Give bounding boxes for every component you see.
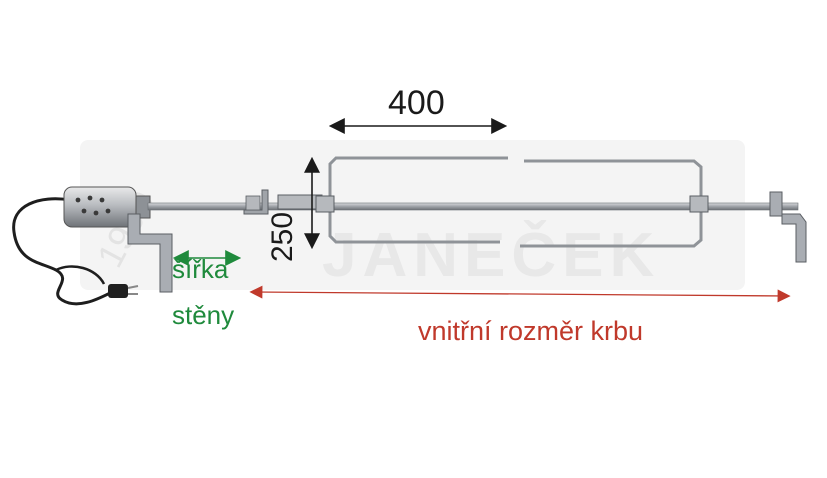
motor — [63, 186, 151, 228]
end-support — [769, 191, 807, 263]
spit-rod — [147, 202, 799, 211]
inner-size-label: vnitřní rozměr krbu — [418, 316, 644, 346]
spit-fork-left — [315, 156, 508, 244]
motor-bracket — [127, 213, 173, 293]
spit-sleeve — [277, 194, 323, 210]
power-cable — [12, 197, 139, 306]
spit-fork-right — [520, 159, 709, 248]
watermark: 1990 JANEČEK — [80, 140, 745, 290]
height-dimension-label: 250 — [266, 211, 299, 262]
inner-size-arrow — [249, 285, 791, 303]
wall-width-label-line2: stěny — [172, 300, 235, 330]
plug-icon — [108, 284, 128, 298]
length-dimension-label: 400 — [388, 84, 445, 122]
wall-bracket — [243, 189, 269, 215]
watermark-text: JANEČEK — [322, 221, 660, 290]
wall-width-label-line1: šířka — [172, 254, 229, 284]
